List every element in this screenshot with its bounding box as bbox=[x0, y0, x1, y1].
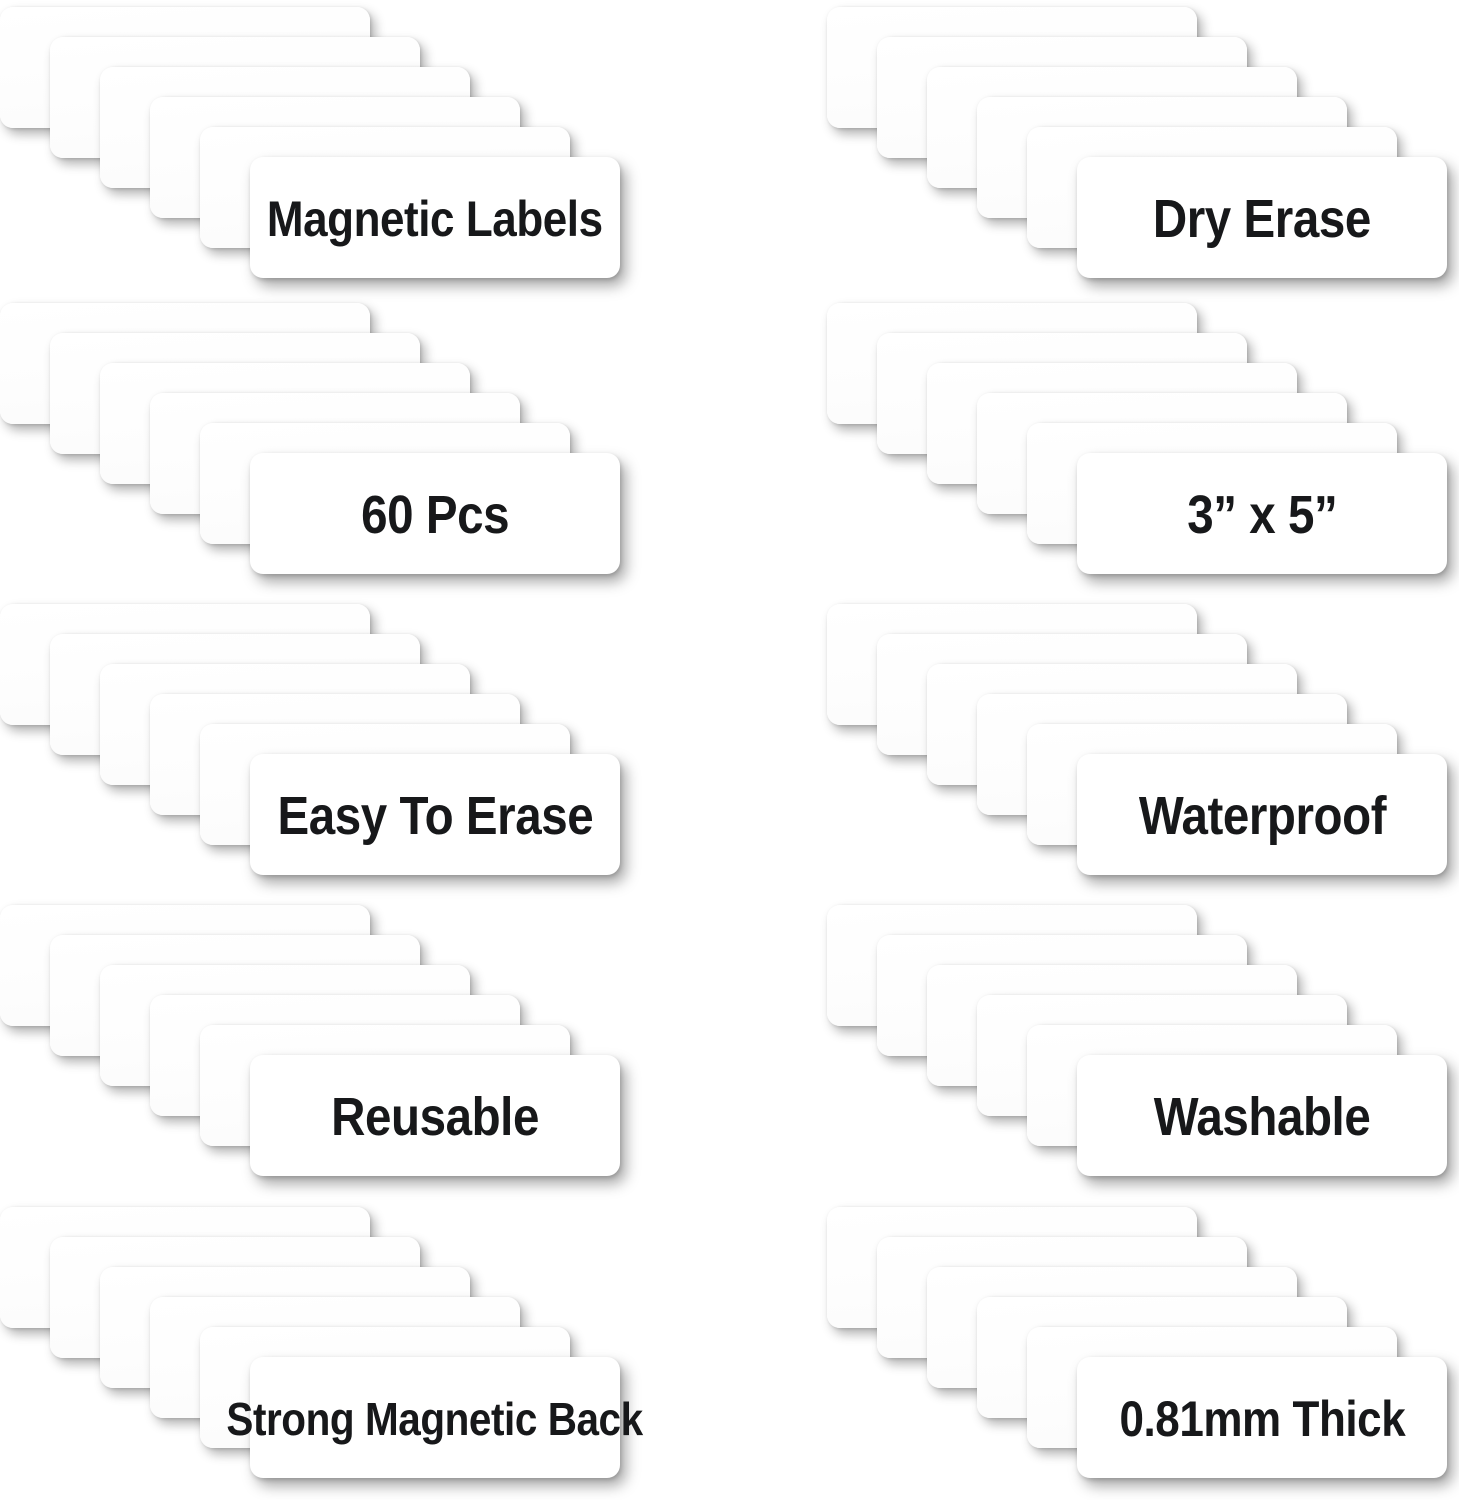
label-card-text: Dry Erase bbox=[1153, 188, 1371, 249]
label-card-text: Reusable bbox=[331, 1086, 539, 1147]
label-card-text: Waterproof bbox=[1138, 785, 1386, 846]
label-card-front: Waterproof bbox=[1077, 754, 1447, 875]
label-stack-left-1: Magnetic Labels bbox=[0, 7, 620, 299]
label-card-text: Strong Magnetic Back bbox=[226, 1392, 644, 1445]
label-card-front: Strong Magnetic Back bbox=[227, 1357, 644, 1478]
label-stack-left-3: Easy To Erase bbox=[0, 604, 620, 896]
label-card-text: Easy To Erase bbox=[277, 785, 593, 846]
label-card-front: Dry Erase bbox=[1077, 157, 1447, 278]
label-card-text: 0.81mm Thick bbox=[1119, 1390, 1405, 1447]
label-card-text: Magnetic Labels bbox=[267, 190, 603, 247]
label-card-front: Reusable bbox=[250, 1055, 620, 1176]
label-stack-right-2: 3” x 5” bbox=[827, 303, 1447, 595]
label-card-text: 60 Pcs bbox=[361, 484, 509, 545]
label-card-front: Magnetic Labels bbox=[250, 157, 620, 278]
label-card-front: 60 Pcs bbox=[250, 453, 620, 574]
label-card-front: 3” x 5” bbox=[1077, 453, 1447, 574]
label-stack-right-5: 0.81mm Thick bbox=[827, 1207, 1447, 1499]
label-stack-right-1: Dry Erase bbox=[827, 7, 1447, 299]
label-card-front: 0.81mm Thick bbox=[1077, 1357, 1447, 1478]
label-card-text: Washable bbox=[1153, 1086, 1371, 1147]
label-card-front: Easy To Erase bbox=[250, 754, 620, 875]
label-stack-right-3: Waterproof bbox=[827, 604, 1447, 896]
label-card-text: 3” x 5” bbox=[1186, 484, 1338, 545]
label-stack-left-2: 60 Pcs bbox=[0, 303, 620, 595]
label-stack-right-4: Washable bbox=[827, 905, 1447, 1197]
label-stack-left-4: Reusable bbox=[0, 905, 620, 1197]
label-card-front: Washable bbox=[1077, 1055, 1447, 1176]
label-stack-left-5: Strong Magnetic Back bbox=[0, 1207, 644, 1499]
